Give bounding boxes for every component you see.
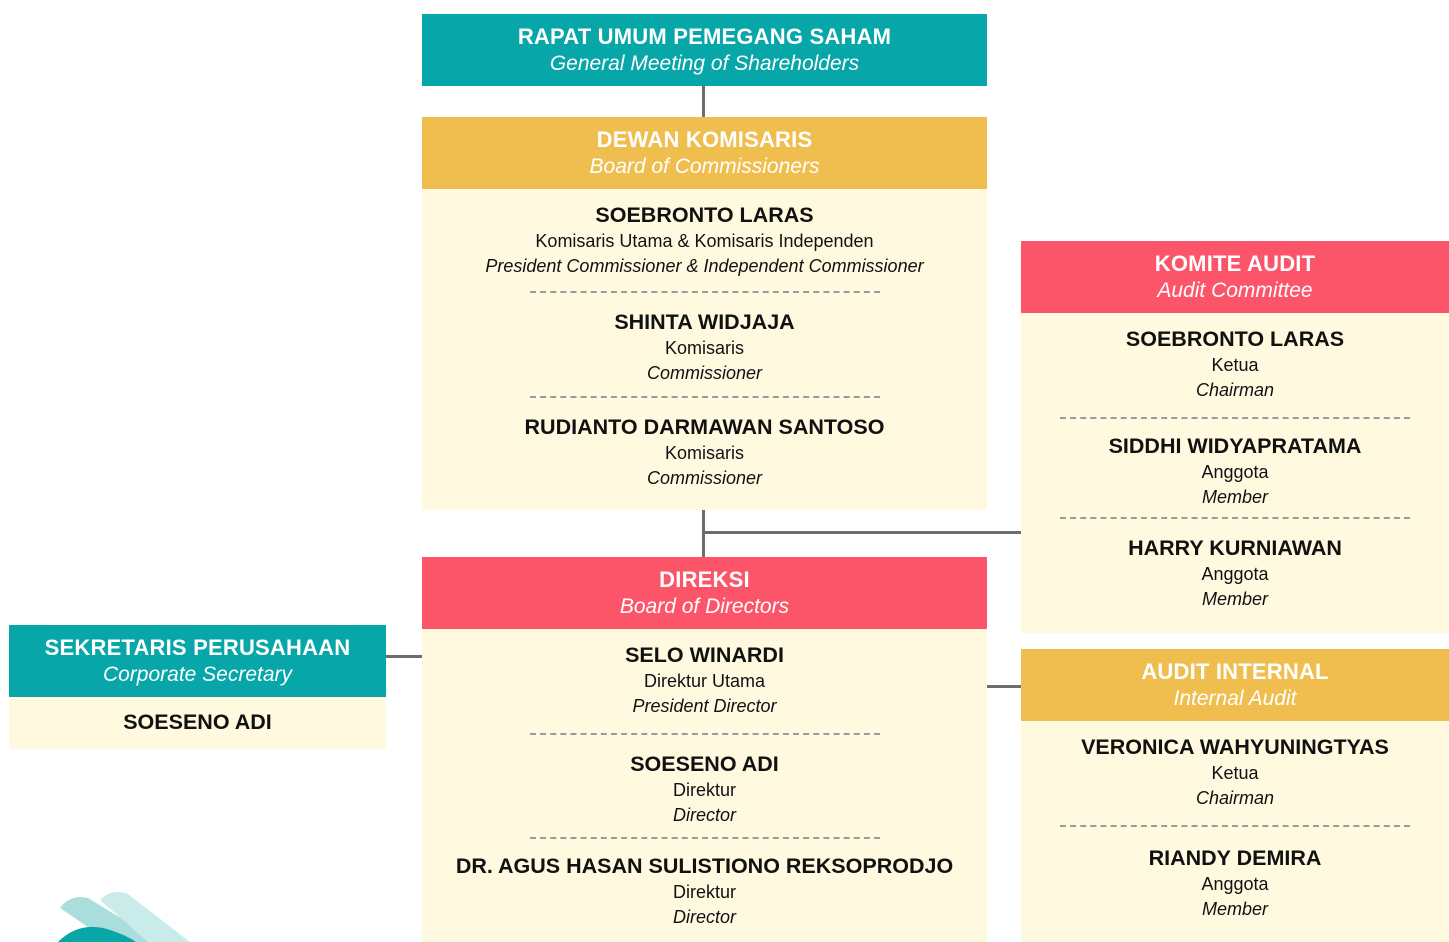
member-name: SOESENO ADI xyxy=(123,710,272,734)
member-role-id: Anggota xyxy=(1201,564,1269,584)
member-role-id: Komisaris Utama & Komisaris Independen xyxy=(535,231,874,251)
member-role-en: Director xyxy=(672,805,736,825)
bod-member: SOESENO ADI Direktur Director xyxy=(422,735,987,828)
audit-committee-member: HARRY KURNIAWAN Anggota Member xyxy=(1021,519,1449,612)
member-role-id: Anggota xyxy=(1201,462,1269,482)
member-name: SOESENO ADI xyxy=(630,752,779,776)
member-role-en: Chairman xyxy=(1195,788,1275,808)
member-role-id: Ketua xyxy=(1211,355,1259,375)
member-role-en: President Commissioner & Independent Com… xyxy=(485,256,924,276)
connector-gms-boc xyxy=(702,86,705,118)
connector-bod-internal-audit xyxy=(986,685,1022,688)
member-role-id: Komisaris xyxy=(664,338,744,358)
member-role-id: Komisaris xyxy=(664,443,744,463)
bod-members-panel: SELO WINARDI Direktur Utama President Di… xyxy=(422,629,987,942)
divider xyxy=(529,291,880,293)
connector-bod-corp-sec xyxy=(386,655,422,658)
member-role-en: President Director xyxy=(632,696,777,716)
divider xyxy=(1060,417,1410,419)
member-name: SOEBRONTO LARAS xyxy=(595,203,814,227)
gms-title: RAPAT UMUM PEMEGANG SAHAM xyxy=(517,24,892,49)
member-name: SELO WINARDI xyxy=(625,643,784,667)
audit-committee-panel: SOEBRONTO LARAS Ketua Chairman SIDDHI WI… xyxy=(1021,313,1449,633)
member-role-en: Commissioner xyxy=(646,468,763,488)
member-name: RUDIANTO DARMAWAN SANTOSO xyxy=(524,415,885,439)
member-name: SHINTA WIDJAJA xyxy=(614,310,795,334)
member-role-en: Chairman xyxy=(1195,380,1275,400)
member-role-en: Commissioner xyxy=(646,363,763,383)
divider xyxy=(529,837,880,839)
member-role-id: Direktur Utama xyxy=(643,671,766,691)
audit-committee-title: KOMITE AUDIT xyxy=(1154,251,1316,276)
corp-sec-panel: SOESENO ADI xyxy=(9,697,386,749)
boc-member: SHINTA WIDJAJA Komisaris Commissioner xyxy=(422,293,987,386)
divider xyxy=(529,733,880,735)
internal-audit-header: AUDIT INTERNAL Internal Audit xyxy=(1021,649,1449,721)
boc-title: DEWAN KOMISARIS xyxy=(596,127,813,152)
divider xyxy=(1060,825,1410,827)
member-role-en: Member xyxy=(1201,487,1268,507)
brand-swoosh-icon xyxy=(58,892,190,942)
member-role-en: Member xyxy=(1201,589,1268,609)
audit-committee-header: KOMITE AUDIT Audit Committee xyxy=(1021,241,1449,313)
member-role-id: Anggota xyxy=(1201,874,1269,894)
member-role-id: Ketua xyxy=(1211,763,1259,783)
internal-audit-member: RIANDY DEMIRA Anggota Member xyxy=(1021,827,1449,922)
divider xyxy=(529,396,880,398)
bod-member: DR. AGUS HASAN SULISTIONO REKSOPRODJO Di… xyxy=(422,839,987,930)
corp-sec-header: SEKRETARIS PERUSAHAAN Corporate Secretar… xyxy=(9,625,386,697)
audit-committee-member: SOEBRONTO LARAS Ketua Chairman xyxy=(1021,313,1449,403)
member-name: VERONICA WAHYUNINGTYAS xyxy=(1081,735,1389,759)
member-name: SOEBRONTO LARAS xyxy=(1125,327,1345,351)
divider xyxy=(1060,517,1410,519)
boc-member: SOEBRONTO LARAS Komisaris Utama & Komisa… xyxy=(422,189,987,279)
bod-member: SELO WINARDI Direktur Utama President Di… xyxy=(422,629,987,719)
boc-member: RUDIANTO DARMAWAN SANTOSO Komisaris Comm… xyxy=(422,398,987,491)
gms-subtitle: General Meeting of Shareholders xyxy=(549,52,860,75)
member-role-en: Director xyxy=(672,907,736,927)
corp-sec-title: SEKRETARIS PERUSAHAAN xyxy=(44,635,351,660)
corp-sec-subtitle: Corporate Secretary xyxy=(102,663,293,686)
boc-members-panel: SOEBRONTO LARAS Komisaris Utama & Komisa… xyxy=(422,189,987,510)
bod-header: DIREKSI Board of Directors xyxy=(422,557,987,629)
audit-committee-subtitle: Audit Committee xyxy=(1157,279,1313,302)
audit-committee-member: SIDDHI WIDYAPRATAMA Anggota Member xyxy=(1021,419,1449,510)
member-name: RIANDY DEMIRA xyxy=(1148,846,1322,870)
member-role-id: Direktur xyxy=(672,780,736,800)
member-name: SIDDHI WIDYAPRATAMA xyxy=(1108,434,1362,458)
corp-sec-member: SOESENO ADI xyxy=(9,697,386,736)
member-name: HARRY KURNIAWAN xyxy=(1128,536,1342,560)
internal-audit-panel: VERONICA WAHYUNINGTYAS Ketua Chairman RI… xyxy=(1021,721,1449,942)
bod-title: DIREKSI xyxy=(659,567,750,592)
boc-subtitle: Board of Commissioners xyxy=(589,155,820,178)
internal-audit-title: AUDIT INTERNAL xyxy=(1141,659,1329,684)
bod-subtitle: Board of Directors xyxy=(619,595,790,618)
member-role-id: Direktur xyxy=(672,882,736,902)
gms-header: RAPAT UMUM PEMEGANG SAHAM General Meetin… xyxy=(422,14,987,86)
internal-audit-member: VERONICA WAHYUNINGTYAS Ketua Chairman xyxy=(1021,721,1449,811)
member-name: DR. AGUS HASAN SULISTIONO REKSOPRODJO xyxy=(455,854,954,878)
boc-header: DEWAN KOMISARIS Board of Commissioners xyxy=(422,117,987,189)
member-role-en: Member xyxy=(1201,899,1268,919)
internal-audit-subtitle: Internal Audit xyxy=(1173,687,1297,710)
connector-boc-audit-committee xyxy=(703,531,1021,534)
